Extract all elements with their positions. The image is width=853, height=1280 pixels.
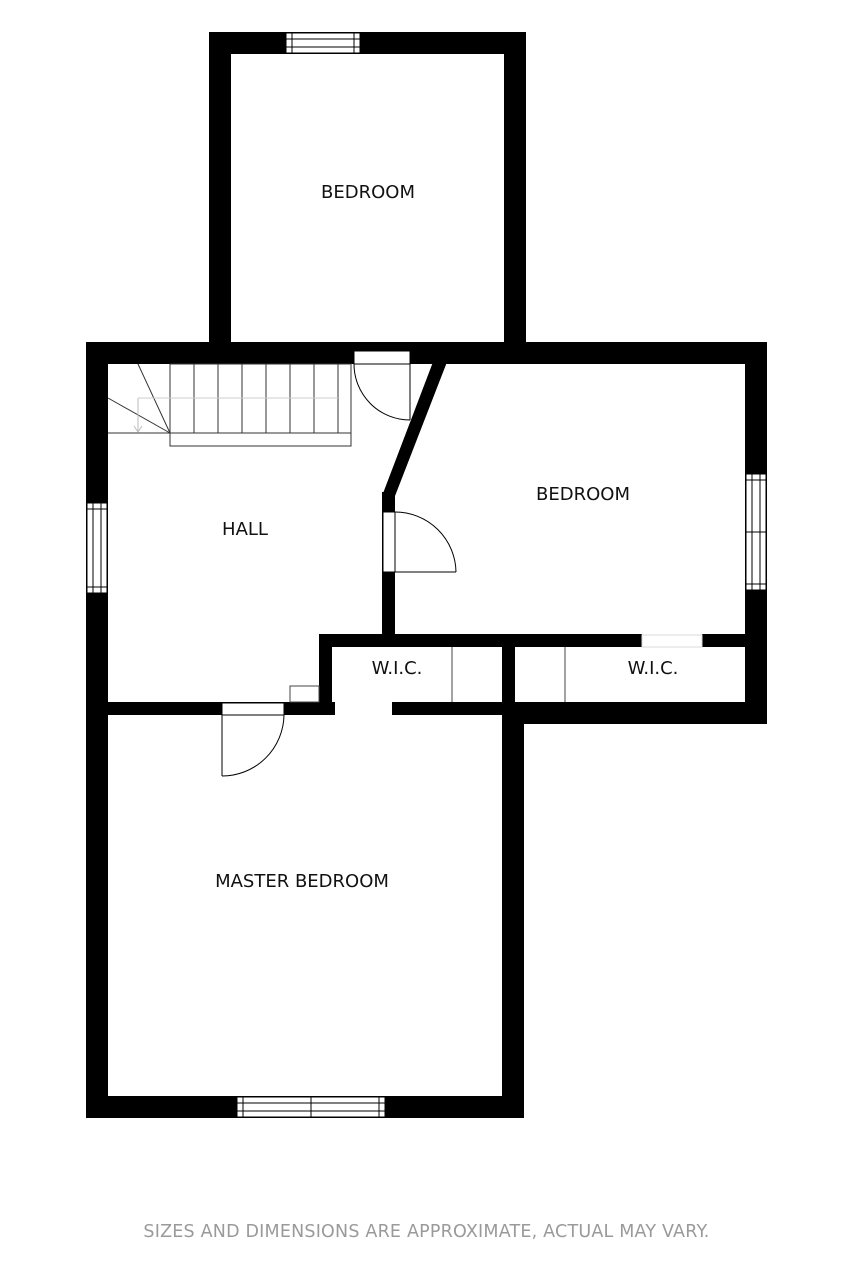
wall-outer-left [86, 342, 108, 1118]
door-swing-top-bedroom [353, 363, 411, 421]
wall-top-bedroom-left [209, 32, 231, 362]
window-hall-left [86, 502, 108, 594]
walls [86, 32, 767, 1118]
stair-arrow-head [133, 425, 143, 433]
wall-main-top [86, 342, 767, 364]
door-frame-wic-right [641, 634, 703, 648]
wall-wic-divider [502, 647, 515, 707]
wall-top-bedroom-right [504, 32, 526, 362]
wall-diagonal [382, 362, 447, 496]
room-labels: BEDROOM BEDROOM HALL W.I.C. W.I.C. MASTE… [215, 182, 678, 892]
label-bedroom-right: BEDROOM [536, 484, 630, 505]
door-swing-master [221, 714, 285, 777]
label-wic-right: W.I.C. [628, 658, 679, 679]
wall-top-bedroom-top [209, 32, 526, 54]
window-top-bedroom [285, 32, 361, 54]
staircase [107, 363, 352, 447]
windows [86, 32, 767, 1118]
label-master-bedroom: MASTER BEDROOM [215, 871, 389, 892]
door-frame-master [221, 702, 285, 716]
wall-wic-left-stub [319, 634, 332, 708]
label-bedroom-top: BEDROOM [321, 182, 415, 203]
wall-master-right [502, 702, 524, 1118]
wall-hall-master-right [392, 702, 502, 715]
label-hall: HALL [222, 519, 268, 540]
door-swing-right-bedroom [394, 511, 457, 573]
disclaimer-text: SIZES AND DIMENSIONS ARE APPROXIMATE, AC… [143, 1222, 710, 1242]
door-frame-right-bedroom [382, 511, 396, 573]
stair-run [169, 363, 352, 447]
fixtures [289, 647, 566, 703]
wall-wic-top-left [319, 634, 642, 647]
wall-right-wing-bottom [502, 702, 767, 724]
door-frame-top-bedroom [353, 350, 411, 365]
doors [221, 350, 703, 777]
wall-wic-top-right [702, 634, 747, 647]
label-wic-left: W.I.C. [372, 658, 423, 679]
hall-small-box [289, 685, 320, 703]
